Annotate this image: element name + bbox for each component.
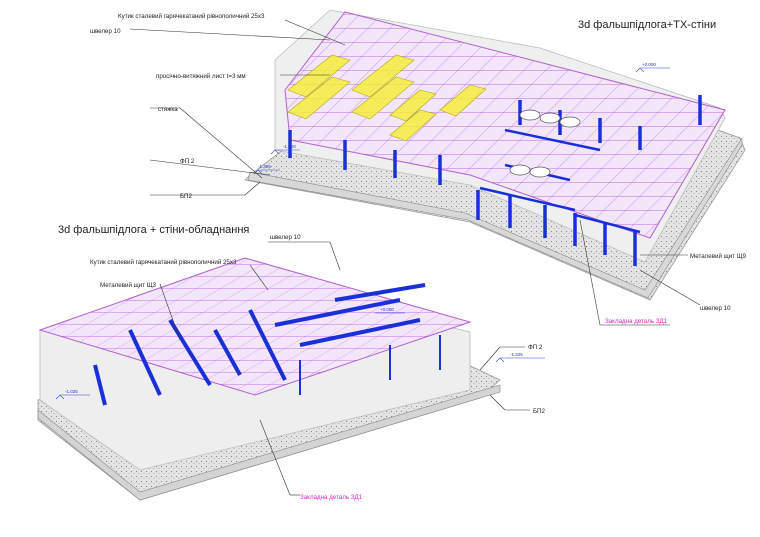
upper-steel-posts[interactable] — [288, 95, 702, 266]
upper-level-2: -1.325 — [258, 164, 271, 169]
lower-label-metal-shield: Металевий щит Щ3 — [100, 282, 157, 289]
lower-level-1: -1.325 — [510, 352, 523, 357]
upper-level-1: -1.000 — [283, 144, 296, 149]
upper-label-screed: стяжка — [158, 106, 178, 113]
lower-label-channel: швелер 10 — [270, 234, 301, 241]
lower-dimension-marks — [55, 312, 545, 400]
upper-level-3: +0.000 — [642, 62, 656, 67]
upper-annotations — [129, 19, 701, 326]
upper-dimension-marks — [253, 67, 670, 175]
lower-label-corner-profile: Кутик сталевий гарячекатаний рівнополичн… — [90, 259, 237, 266]
lower-level-2: -1.025 — [65, 389, 78, 394]
expanded-sheet-panels — [287, 54, 487, 142]
lower-label-fp2: ФП 2 — [528, 344, 543, 351]
equipment-tanks — [509, 109, 581, 178]
upper-label-channel-bottom: швелер 10 — [700, 305, 731, 312]
lower-floor-grid — [38, 257, 472, 396]
lower-model — [37, 257, 501, 501]
upper-title: 3d фальшпідлога+ТХ-стіни — [578, 19, 716, 31]
upper-label-expanded-sheet: просічно-витяжний лист t=3 мм — [156, 73, 246, 80]
lower-level-3: +0.000 — [380, 307, 394, 312]
upper-model — [244, 9, 746, 301]
upper-label-bp2: БП2 — [180, 193, 193, 200]
lower-title: 3d фальшпідлога + стіни-обладнання — [58, 224, 249, 236]
lower-label-bp2: БП2 — [533, 408, 546, 415]
upper-label-fp2: ФП 2 — [180, 158, 195, 165]
lower-label-embedded-part: Закладна деталь ЗД1 — [300, 494, 363, 501]
upper-label-metal-shield: Металевий щит Щ9 — [690, 253, 747, 260]
upper-label-channel-top: швелер 10 — [90, 28, 121, 35]
lower-annotations — [159, 241, 530, 496]
upper-label-corner-profile: Кутик сталевий гарячекатаний рівнополичн… — [118, 13, 265, 20]
upper-label-embedded-part: Закладна деталь ЗД1 — [605, 318, 668, 325]
